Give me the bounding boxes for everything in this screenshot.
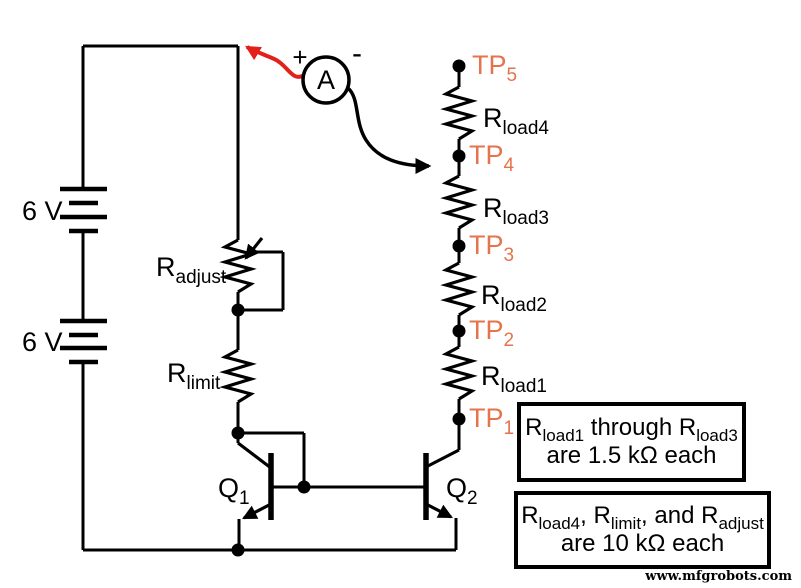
- battery-top-label: 6 V: [22, 196, 63, 226]
- note-box1-line1: Rload1 through Rload3: [525, 414, 738, 445]
- battery-top-symbol: [60, 186, 107, 234]
- ammeter-body: [301, 55, 351, 105]
- base-bus-node: [297, 480, 311, 494]
- resistor-adjust-label: Radjust: [156, 252, 227, 288]
- ammeter-black-lead: [346, 86, 432, 175]
- ammeter-minus-label: -: [352, 37, 362, 70]
- resistor-load2-symbol: [440, 261, 478, 317]
- ground-rail-node: [231, 543, 245, 557]
- note-box1-line2: are 1.5 kΩ each: [546, 442, 717, 469]
- note-box2-line1: Rload4, Rlimit, and Radjust: [521, 502, 764, 533]
- transistor-q2-label: Q2: [446, 473, 478, 509]
- transistor-q2-symbol: [423, 448, 460, 520]
- tp2-node: [452, 324, 466, 338]
- ammeter-plus-label: +: [292, 42, 307, 72]
- watermark: www.mfgrobots.com: [645, 569, 792, 584]
- tp1-label: TP1: [469, 403, 514, 439]
- transistor-q1-symbol: [237, 441, 274, 520]
- resistor-load1-symbol: [440, 345, 478, 401]
- tp1-node: [452, 412, 466, 426]
- resistor-load1-label: Rload1: [481, 361, 547, 397]
- note-box-load-values: Rload1 through Rload3 are 1.5 kΩ each: [517, 402, 746, 482]
- tp3-node: [452, 239, 466, 253]
- resistor-load4-symbol: [440, 85, 478, 141]
- adjust-wiper-arrow: [244, 237, 264, 260]
- tp5-label: TP5: [472, 50, 517, 86]
- limit-bottom-node: [231, 426, 245, 440]
- adjust-bottom-node: [231, 303, 245, 317]
- resistor-load3-label: Rload3: [483, 193, 549, 229]
- resistor-adjust-symbol: [219, 238, 257, 294]
- tp5-node: [452, 59, 466, 73]
- note-box-other-values: Rload4, Rlimit, and Radjust are 10 kΩ ea…: [514, 491, 771, 569]
- ammeter-letter: A: [317, 65, 335, 95]
- resistor-load4-label: Rload4: [483, 103, 549, 139]
- tp4-node: [452, 149, 466, 163]
- ammeter-red-lead: [245, 45, 306, 79]
- battery-bottom-symbol: [60, 318, 107, 365]
- tp3-label: TP3: [469, 230, 514, 266]
- transistor-q1-label: Q1: [218, 473, 250, 509]
- battery-bottom-label: 6 V: [22, 327, 63, 357]
- tp2-label: TP2: [469, 315, 514, 351]
- resistor-load3-symbol: [440, 174, 478, 230]
- note-box2-line2: are 10 kΩ each: [560, 530, 725, 557]
- junction-dots: [231, 59, 466, 557]
- resistor-limit-label: Rlimit: [167, 358, 221, 394]
- resistor-limit-symbol: [219, 348, 257, 404]
- tp4-label: TP4: [469, 140, 515, 176]
- resistor-load2-label: Rload2: [481, 280, 547, 316]
